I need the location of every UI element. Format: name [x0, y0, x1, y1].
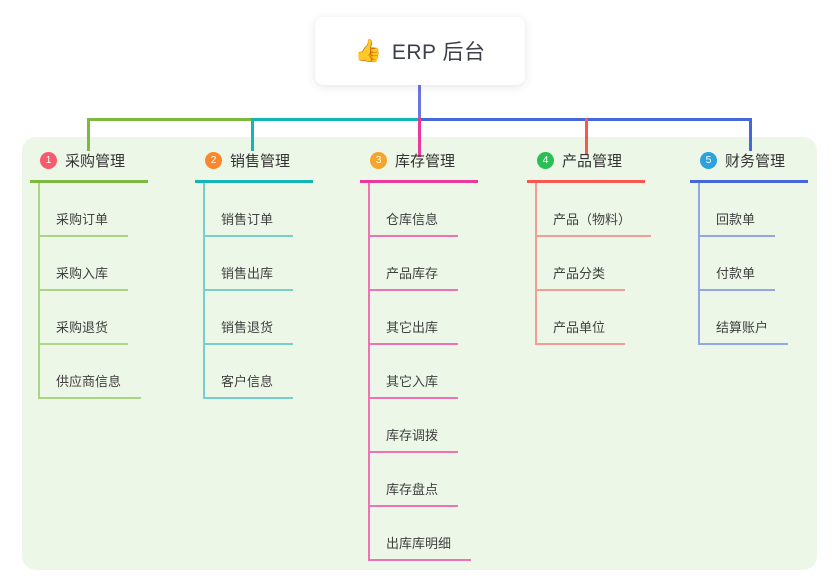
- child-node[interactable]: 库存调拨: [370, 399, 459, 453]
- child-node[interactable]: 回款单: [700, 183, 776, 237]
- child-node[interactable]: 采购入库: [40, 237, 129, 291]
- branch-node-label: 产品管理: [562, 153, 623, 170]
- branch-children: 回款单付款单结算账户: [698, 183, 808, 345]
- child-node[interactable]: 出库库明细: [370, 507, 472, 561]
- branch-node-label: 财务管理: [725, 153, 786, 170]
- root-connector-line: [418, 85, 421, 119]
- child-node[interactable]: 仓库信息: [370, 183, 459, 237]
- child-node[interactable]: 销售订单: [205, 183, 294, 237]
- bus-line-segment-2: [251, 118, 421, 121]
- thumbs-up-icon: 👍: [354, 38, 382, 63]
- branch-node[interactable]: 1 采购管理: [30, 146, 148, 183]
- branch-drop-line-2: [251, 118, 254, 151]
- branch-node-label: 库存管理: [395, 153, 456, 170]
- child-node[interactable]: 其它入库: [370, 345, 459, 399]
- child-node[interactable]: 产品（物料）: [537, 183, 652, 237]
- branch-node-label: 销售管理: [230, 153, 291, 170]
- branch-column: 2 销售管理 销售订单销售出库销售退货客户信息: [195, 146, 313, 399]
- child-node[interactable]: 产品分类: [537, 237, 626, 291]
- child-node[interactable]: 产品库存: [370, 237, 459, 291]
- child-node[interactable]: 供应商信息: [40, 345, 142, 399]
- branch-column: 3 库存管理 仓库信息产品库存其它出库其它入库库存调拨库存盘点出库库明细: [360, 146, 478, 561]
- root-node[interactable]: 👍 ERP 后台: [315, 17, 525, 85]
- branch-column: 1 采购管理 采购订单采购入库采购退货供应商信息: [30, 146, 148, 399]
- branch-number-badge: 2: [205, 152, 222, 169]
- child-node[interactable]: 结算账户: [700, 291, 789, 345]
- mindmap-panel: [22, 137, 817, 570]
- child-node[interactable]: 采购退货: [40, 291, 129, 345]
- branch-children: 产品（物料）产品分类产品单位: [535, 183, 652, 345]
- branch-children: 采购订单采购入库采购退货供应商信息: [38, 183, 148, 399]
- branch-column: 5 财务管理 回款单付款单结算账户: [690, 146, 808, 345]
- branch-number-badge: 1: [40, 152, 57, 169]
- child-node[interactable]: 采购订单: [40, 183, 129, 237]
- branch-children: 仓库信息产品库存其它出库其它入库库存调拨库存盘点出库库明细: [368, 183, 478, 561]
- branch-node[interactable]: 4 产品管理: [527, 146, 645, 183]
- child-node[interactable]: 付款单: [700, 237, 776, 291]
- child-node[interactable]: 库存盘点: [370, 453, 459, 507]
- branch-column: 4 产品管理 产品（物料）产品分类产品单位: [527, 146, 652, 345]
- child-node[interactable]: 其它出库: [370, 291, 459, 345]
- root-node-label: ERP 后台: [391, 41, 486, 64]
- branch-drop-line-1: [87, 118, 90, 151]
- branch-node[interactable]: 3 库存管理: [360, 146, 478, 183]
- branch-number-badge: 5: [700, 152, 717, 169]
- branch-node[interactable]: 5 财务管理: [690, 146, 808, 183]
- branch-drop-line-3: [418, 118, 421, 157]
- bus-line-segment-1: [87, 118, 253, 121]
- child-node[interactable]: 产品单位: [537, 291, 626, 345]
- branch-number-badge: 3: [370, 152, 387, 169]
- branch-node[interactable]: 2 销售管理: [195, 146, 313, 183]
- child-node[interactable]: 销售出库: [205, 237, 294, 291]
- child-node[interactable]: 客户信息: [205, 345, 294, 399]
- child-node[interactable]: 销售退货: [205, 291, 294, 345]
- branch-node-label: 采购管理: [65, 153, 126, 170]
- branch-drop-line-4: [585, 118, 588, 154]
- branch-drop-line-5: [749, 118, 752, 151]
- branch-number-badge: 4: [537, 152, 554, 169]
- branch-children: 销售订单销售出库销售退货客户信息: [203, 183, 313, 399]
